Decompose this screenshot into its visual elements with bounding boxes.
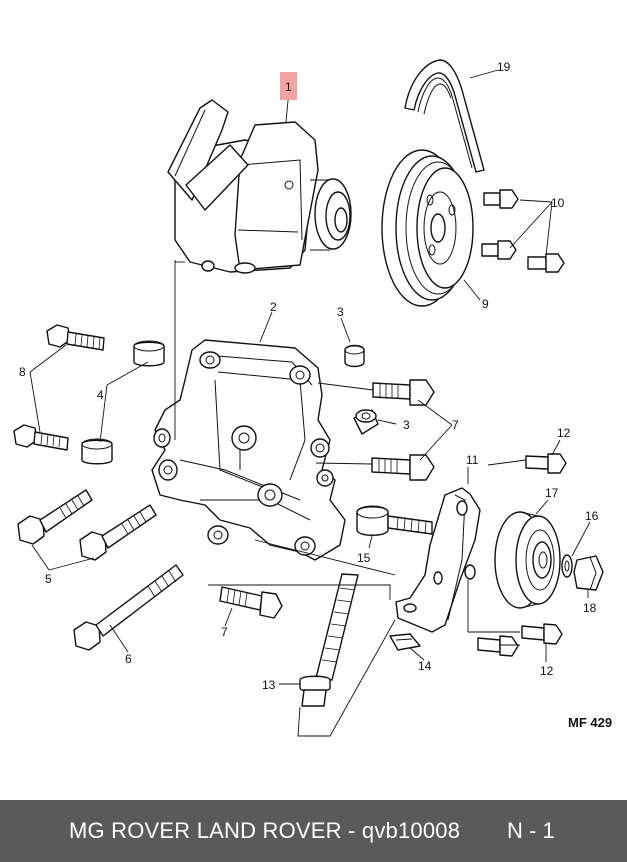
label-12-bottom: 12	[540, 664, 554, 678]
label-6: 6	[125, 652, 132, 666]
label-4: 4	[97, 388, 104, 402]
part-5-bolts	[17, 489, 157, 561]
part-10-pulley-bolts	[481, 189, 565, 273]
part-4-sleeves	[81, 340, 165, 465]
label-17: 17	[545, 486, 559, 500]
label-7-right: 7	[452, 418, 459, 432]
part-18-spacer-nut	[573, 555, 604, 591]
label-7-bottom: 7	[221, 625, 228, 639]
label-11: 11	[466, 453, 479, 467]
part-19-drive-belt	[404, 59, 485, 173]
label-16: 16	[585, 509, 599, 523]
label-14: 14	[418, 659, 432, 673]
label-2: 2	[270, 300, 277, 314]
part-7-bolts	[219, 379, 435, 619]
label-10: 10	[551, 196, 565, 210]
label-15: 15	[357, 551, 371, 565]
part-9-pulley	[381, 149, 474, 307]
label-8: 8	[19, 365, 26, 379]
label-3-top: 3	[337, 305, 344, 319]
part-1-power-steering-pump	[167, 99, 352, 274]
footer-part-title: MG ROVER LAND ROVER - qvb10008	[69, 818, 461, 843]
part-14-clip	[389, 633, 421, 651]
label-13: 13	[262, 678, 276, 692]
part-2-mounting-bracket	[151, 339, 346, 561]
label-19: 19	[497, 60, 511, 74]
label-18: 18	[583, 601, 597, 615]
part-11-tensioner-bracket	[395, 487, 481, 633]
footer-bar: MG ROVER LAND ROVER - qvb10008 N - 1	[0, 800, 627, 862]
part-15-pivot-bolt	[356, 505, 433, 536]
label-9: 9	[482, 297, 489, 311]
highlight-box-item-1	[280, 72, 297, 100]
figure-reference-code: MF 429	[568, 715, 612, 730]
part-6-bolt	[73, 564, 184, 651]
callout-labels: 1 2 3 3 4 5 6 7 7 8 9 10 11 12 12 13 14 …	[19, 60, 599, 692]
label-3-mid: 3	[403, 418, 410, 432]
part-16-washer	[561, 554, 573, 578]
part-12-bolts	[477, 453, 567, 657]
part-3-spacers	[344, 344, 379, 435]
part-17-idler-pulley	[494, 511, 561, 609]
exploded-parts-diagram: 1 2 3 3 4 5 6 7 7 8 9 10 11 12 12 13 14 …	[13, 59, 612, 737]
label-1: 1	[285, 80, 292, 94]
part-8-bolts	[13, 324, 105, 451]
label-5: 5	[45, 572, 52, 586]
part-13-stud	[299, 573, 359, 707]
label-12-top: 12	[557, 426, 571, 440]
footer-page-ref: N - 1	[507, 818, 555, 843]
